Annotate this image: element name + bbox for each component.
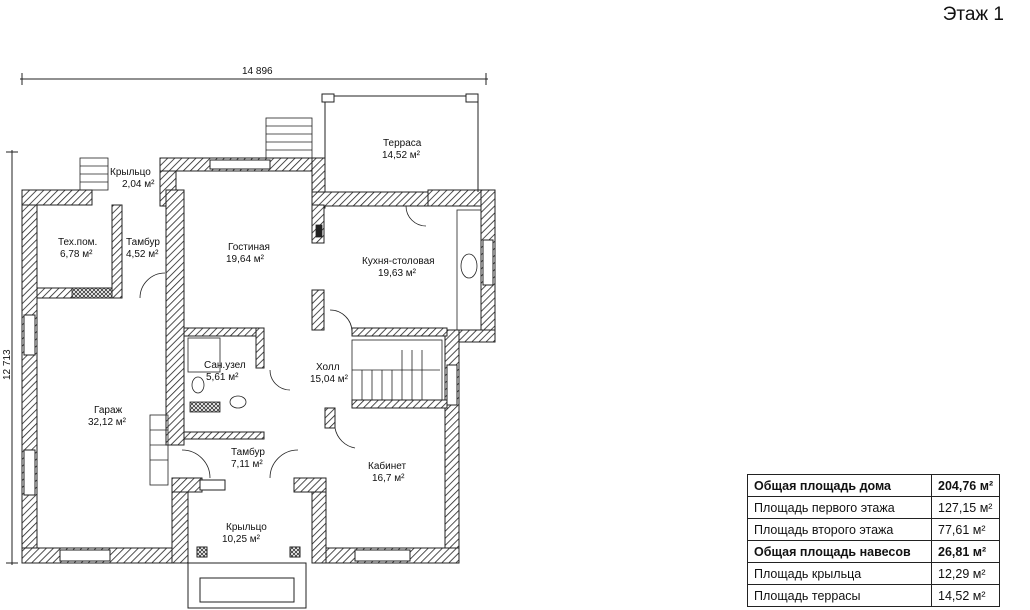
room-name: Тамбур bbox=[126, 236, 160, 248]
summary-label: Площадь террасы bbox=[747, 584, 932, 607]
depth-dimension-label: 12 713 bbox=[2, 349, 13, 380]
room-area: 16,7 м² bbox=[372, 473, 405, 484]
room-labels: Крыльцо 2,04 м² Тех.пом. 6,78 м² Тамбур … bbox=[58, 138, 435, 545]
room-name: Тех.пом. bbox=[58, 237, 97, 248]
dimension-lines bbox=[6, 73, 488, 565]
floor-title: Этаж 1 bbox=[942, 4, 1004, 25]
room-area: 5,61 м² bbox=[206, 372, 239, 383]
summary-value: 127,15 м² bbox=[930, 496, 1001, 519]
summary-label: Общая площадь дома bbox=[747, 474, 932, 497]
room-area: 4,52 м² bbox=[126, 249, 159, 260]
summary-label: Общая площадь навесов bbox=[747, 540, 932, 563]
room-area: 19,63 м² bbox=[378, 268, 417, 279]
fixtures bbox=[71, 209, 482, 413]
room-area: 7,11 м² bbox=[231, 459, 263, 470]
room-name: Гостиная bbox=[228, 242, 270, 253]
room-name: Кабинет bbox=[368, 460, 406, 472]
summary-value: 204,76 м² bbox=[930, 474, 1001, 497]
room-name: Крыльцо bbox=[110, 167, 151, 178]
room-area: 19,64 м² bbox=[226, 254, 265, 265]
stairs bbox=[79, 117, 443, 486]
room-name: Гараж bbox=[94, 405, 123, 416]
room-area: 15,04 м² bbox=[310, 374, 349, 385]
summary-label: Площадь первого этажа bbox=[747, 496, 932, 519]
doors bbox=[139, 205, 427, 479]
summary-value: 14,52 м² bbox=[930, 584, 1001, 607]
room-area: 2,04 м² bbox=[122, 179, 155, 190]
width-dimension-label: 14 896 bbox=[242, 66, 273, 77]
windows bbox=[23, 159, 494, 562]
room-name: Тамбур bbox=[231, 446, 265, 458]
room-name: Кухня-столовая bbox=[362, 256, 435, 267]
room-name: Холл bbox=[316, 362, 340, 373]
porch-outline bbox=[187, 546, 307, 609]
terrace-outline bbox=[321, 93, 479, 192]
summary-label: Площадь крыльца bbox=[747, 562, 932, 585]
room-area: 14,52 м² bbox=[382, 150, 421, 161]
room-area: 6,78 м² bbox=[60, 249, 93, 260]
summary-value: 77,61 м² bbox=[930, 518, 1001, 541]
room-name: Терраса bbox=[383, 138, 422, 149]
room-area: 10,25 м² bbox=[222, 534, 261, 545]
summary-value: 12,29 м² bbox=[930, 562, 1001, 585]
room-name: Сан.узел bbox=[204, 360, 246, 371]
room-name: Крыльцо bbox=[226, 522, 267, 533]
summary-value: 26,81 м² bbox=[930, 540, 1001, 563]
room-area: 32,12 м² bbox=[88, 417, 127, 428]
summary-label: Площадь второго этажа bbox=[747, 518, 932, 541]
